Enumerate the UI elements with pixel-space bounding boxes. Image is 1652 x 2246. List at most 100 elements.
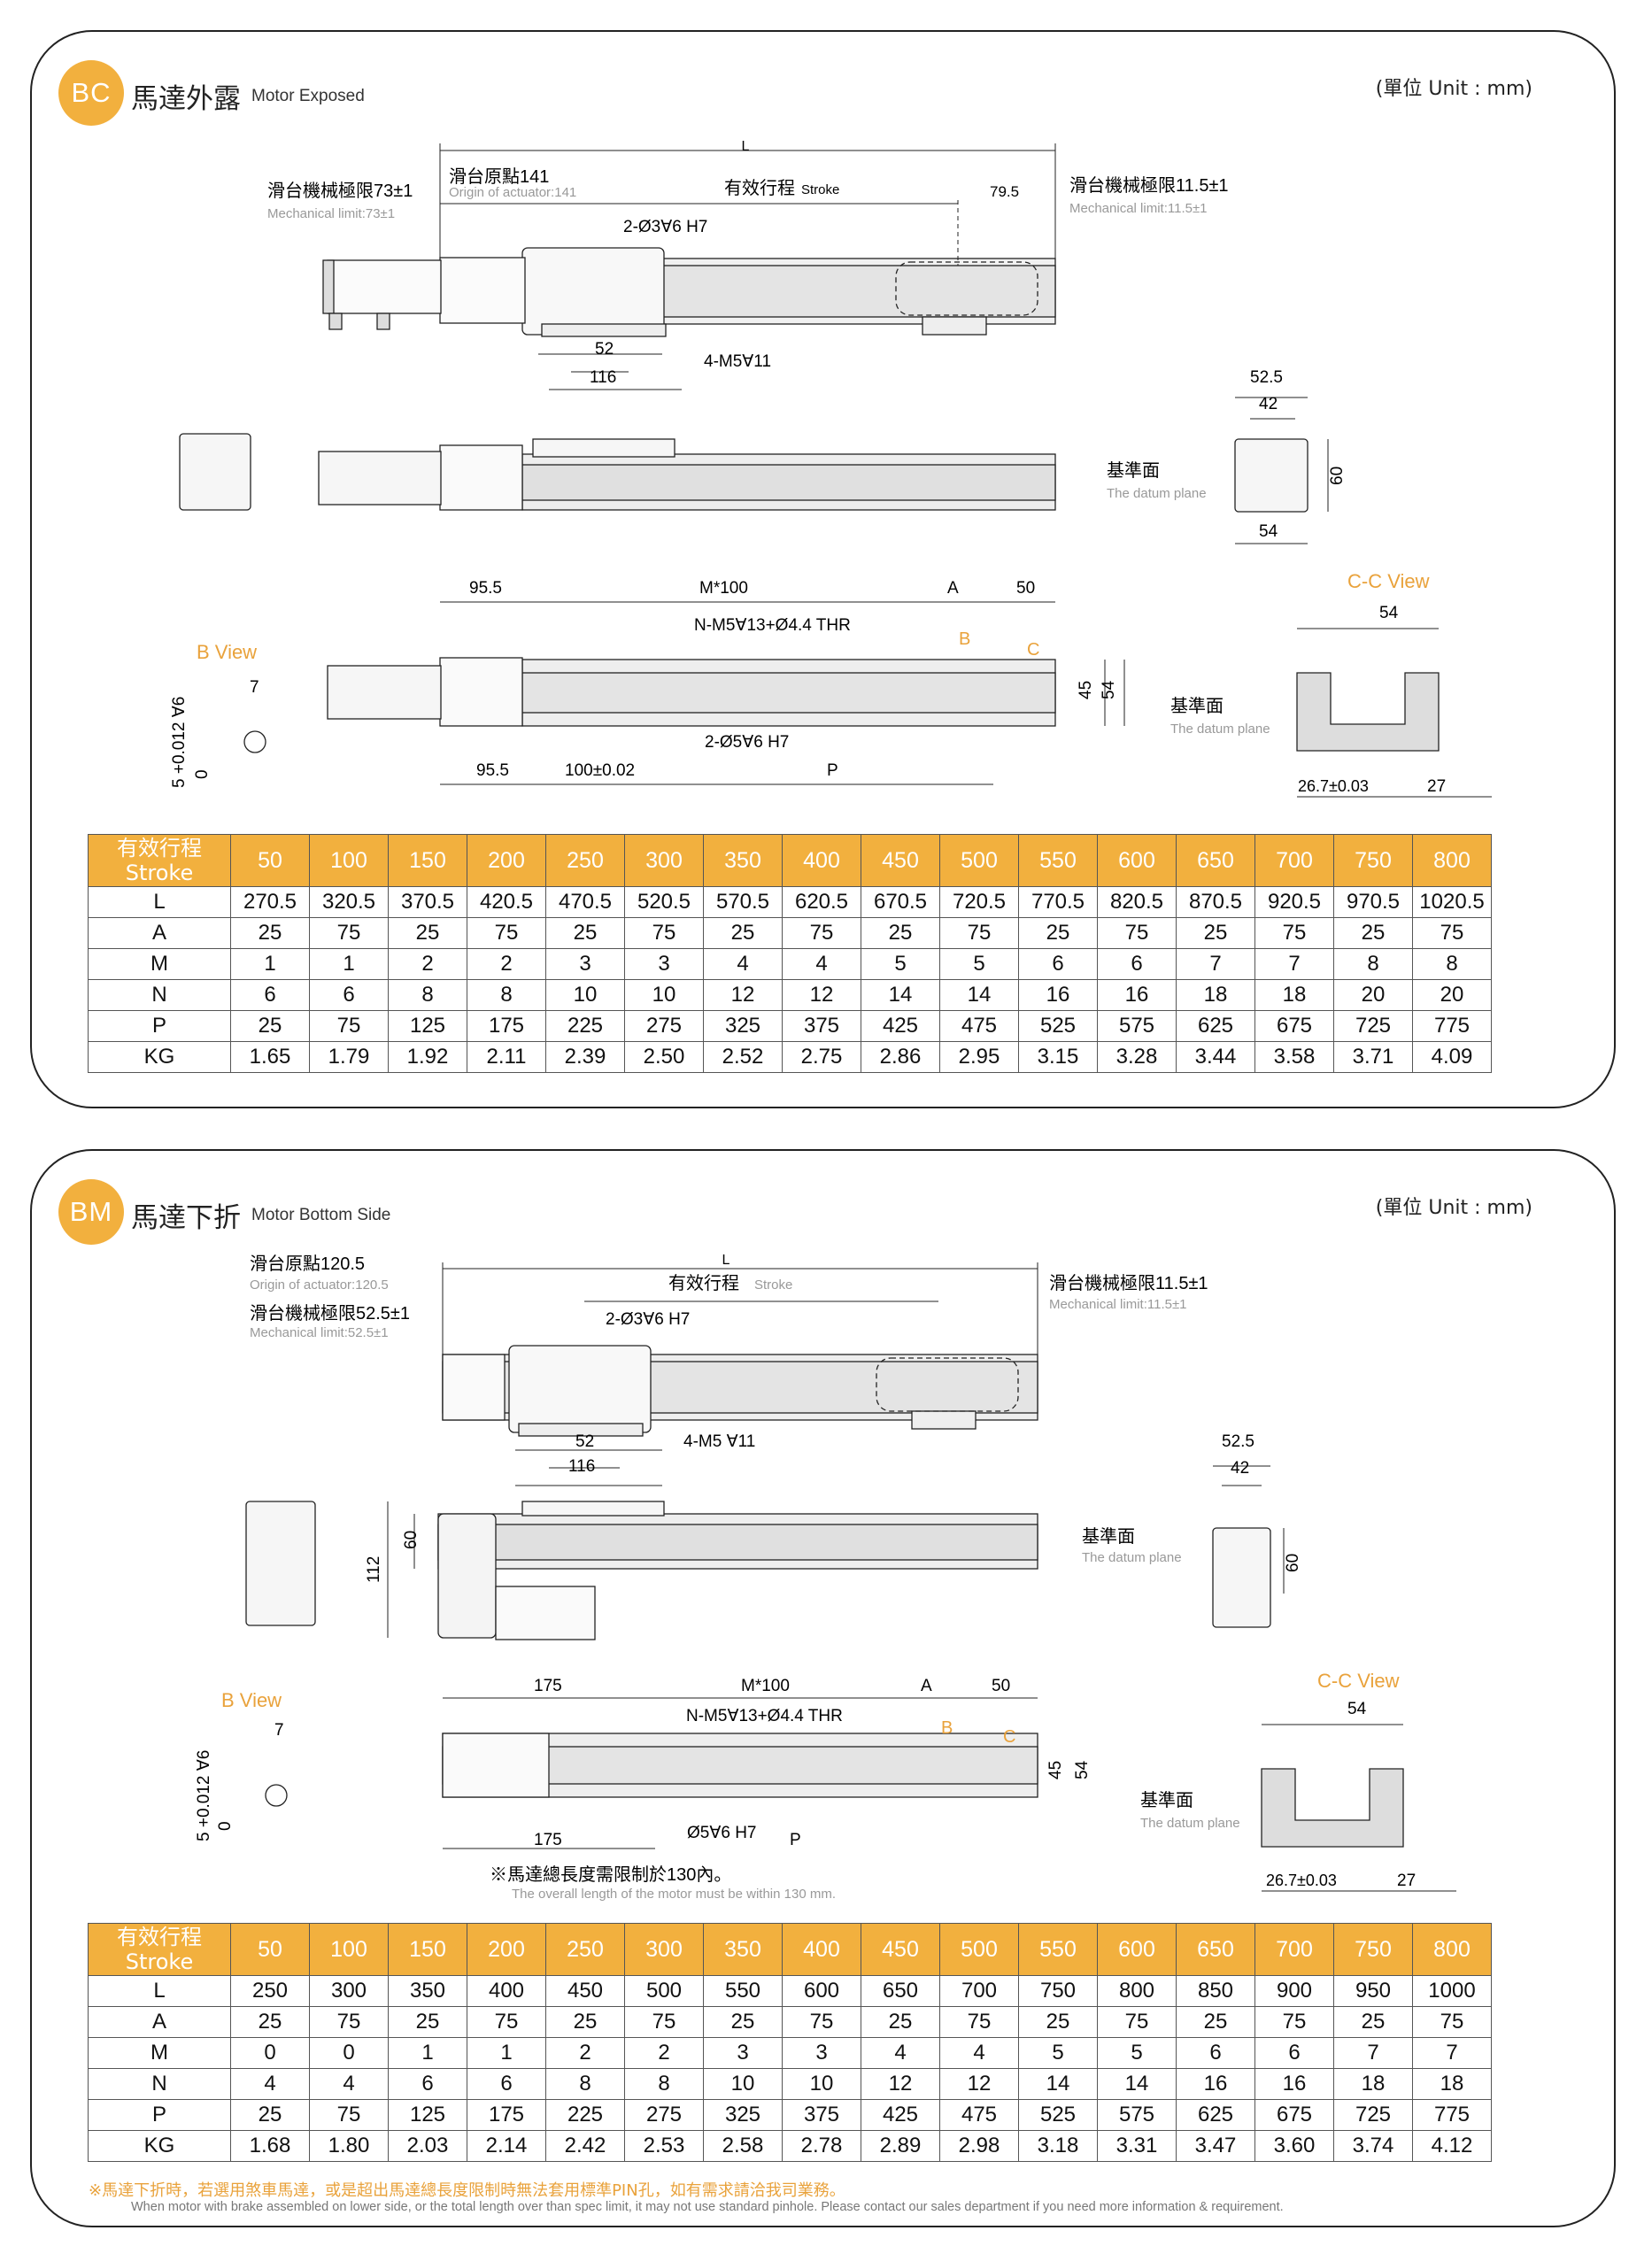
table-cell: 10 (703, 2068, 783, 2100)
table-cell: 475 (939, 1010, 1019, 1042)
dim-42: 42 (1259, 395, 1278, 413)
table-cell: 800 (1097, 1975, 1177, 2007)
table-cell: 75 (1412, 917, 1492, 949)
table-cell: 350 (388, 1975, 467, 2007)
table-cell: 450 (545, 1975, 625, 2007)
table-cell: 75 (624, 2006, 704, 2038)
table-cell: 4 (939, 2037, 1019, 2069)
row-label: A (88, 917, 231, 949)
stroke-col-header: 450 (861, 834, 940, 887)
section-subtitle: Motor Exposed (251, 87, 365, 105)
stroke-col-header: 550 (1018, 834, 1098, 887)
dim-50: 50 (1016, 579, 1035, 598)
origin-label: 滑台原點141 (449, 166, 549, 187)
table-cell: 6 (1097, 948, 1177, 980)
table-cell: 4 (782, 948, 861, 980)
table-cell: 25 (1176, 917, 1255, 949)
table-cell: 775 (1412, 2099, 1492, 2131)
mech-limit-right: 滑台機械極限11.5±1 (1069, 175, 1229, 196)
dim-A: A (947, 579, 959, 598)
row-label: L (88, 1975, 231, 2007)
table-cell: 425 (861, 1010, 940, 1042)
table-cell: 475 (939, 2099, 1019, 2131)
dim-45: 45 (1046, 1761, 1065, 1779)
row-label: N (88, 979, 231, 1011)
table-cell: 8 (467, 979, 546, 1011)
table-cell: 12 (861, 2068, 940, 2100)
table-cell: 25 (230, 2006, 310, 2038)
row-label: M (88, 948, 231, 980)
dim-95-5: 95.5 (469, 579, 502, 598)
table-cell: 300 (309, 1975, 389, 2007)
origin-label: 滑台原點120.5 (250, 1254, 365, 1274)
table-cell: 2 (545, 2037, 625, 2069)
table-cell: 6 (467, 2068, 546, 2100)
table-cell: 0 (309, 2037, 389, 2069)
mech-limit-left: 滑台機械極限52.5±1 (250, 1303, 410, 1324)
stroke-label-en: Stroke (801, 182, 839, 197)
table-cell: 1.80 (309, 2130, 389, 2162)
table-cell: 425 (861, 2099, 940, 2131)
dim-A: A (921, 1677, 932, 1695)
dim-116: 116 (590, 368, 616, 387)
table-cell: 14 (1018, 2068, 1098, 2100)
table-cell: 12 (939, 2068, 1019, 2100)
table-cell: 18 (1176, 979, 1255, 1011)
table-cell: 720.5 (939, 886, 1019, 918)
table-cell: 470.5 (545, 886, 625, 918)
mech-limit-left-en: Mechanical limit:52.5±1 (250, 1325, 389, 1340)
table-cell: 725 (1333, 1010, 1413, 1042)
stroke-col-header: 150 (388, 834, 467, 887)
b-view-label: B View (221, 1689, 282, 1711)
table-cell: 525 (1018, 2099, 1098, 2131)
dim-54: 54 (1259, 522, 1278, 541)
table-cell: 5 (861, 948, 940, 980)
table-cell: 4 (703, 948, 783, 980)
stroke-col-header: 300 (624, 1923, 704, 1976)
thread-spec: 4-M5 ∀11 (683, 1432, 755, 1451)
row-label: P (88, 1010, 231, 1042)
table-cell: 10 (545, 979, 625, 1011)
dim-54-side: 54 (1073, 1760, 1092, 1779)
dim-60: 60 (1284, 1554, 1302, 1572)
table-cell: 8 (545, 2068, 625, 2100)
table-cell: 18 (1333, 2068, 1413, 2100)
table-cell: 575 (1097, 1010, 1177, 1042)
table-cell: 2.89 (861, 2130, 940, 2162)
table-cell: 620.5 (782, 886, 861, 918)
table-cell: 18 (1254, 979, 1334, 1011)
table-cell: 950 (1333, 1975, 1413, 2007)
table-cell: 75 (1097, 2006, 1177, 2038)
dim-45: 45 (1077, 681, 1095, 699)
table-cell: 25 (230, 1010, 310, 1042)
table-cell: 8 (624, 2068, 704, 2100)
row-label: KG (88, 1041, 231, 1073)
table-cell: 5 (1018, 2037, 1098, 2069)
table-cell: 1 (388, 2037, 467, 2069)
table-cell: 1 (467, 2037, 546, 2069)
table-cell: 7 (1412, 2037, 1492, 2069)
table-cell: 775 (1412, 1010, 1492, 1042)
table-cell: 3.71 (1333, 1041, 1413, 1073)
table-cell: 2 (624, 2037, 704, 2069)
stroke-col-header: 350 (703, 834, 783, 887)
table-cell: 10 (624, 979, 704, 1011)
dim-7: 7 (250, 678, 259, 697)
table-cell: 3.28 (1097, 1041, 1177, 1073)
table-cell: 2 (467, 948, 546, 980)
table-cell: 1.68 (230, 2130, 310, 2162)
tolerance-label: 5 +0.012 ∀6 (170, 697, 189, 788)
table-cell: 75 (467, 917, 546, 949)
table-cell: 270.5 (230, 886, 310, 918)
table-cell: 1.92 (388, 1041, 467, 1073)
table-cell: 25 (861, 917, 940, 949)
table-cell: 320.5 (309, 886, 389, 918)
table-cell: 3.44 (1176, 1041, 1255, 1073)
unit-label: (單位 Unit : mm) (1375, 78, 1532, 100)
